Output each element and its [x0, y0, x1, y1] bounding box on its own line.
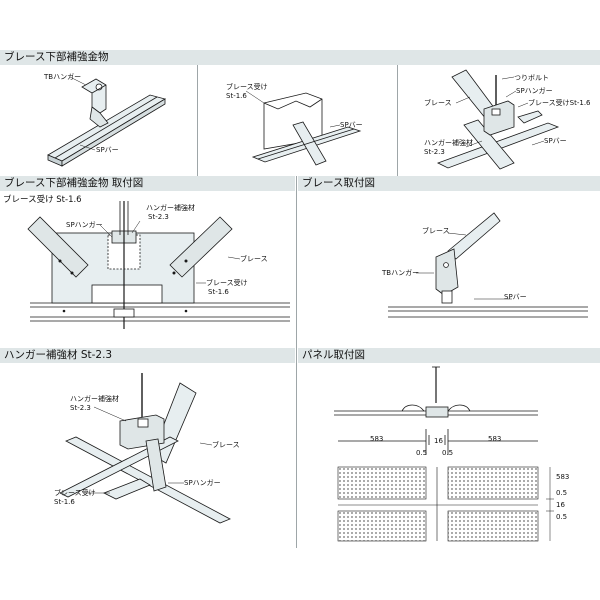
label-st16-2: St-1.6	[208, 288, 229, 296]
hanger-reinforcement-drawing	[59, 373, 231, 524]
dim-05-b: 0.5	[442, 449, 454, 457]
divider	[296, 176, 297, 548]
label-st16: St-1.6	[226, 92, 247, 100]
dim-583-right: 583	[488, 435, 502, 443]
label-sp-hanger: SPハンガー	[516, 87, 553, 95]
diagram-tb-hanger: TBハンガー SPバー	[0, 65, 196, 176]
label-sp-hanger-2: SPハンガー	[66, 221, 103, 229]
label-hanger-reinforcement-dash: ハンガー補強材	[146, 204, 195, 212]
label-sp-bar-2: SPバー	[340, 121, 363, 129]
diagram-brace-receiver: ブレース受け St-1.6 SPバー	[198, 65, 396, 176]
header-brace-reinforcement: ブレース下部補強金物	[0, 50, 600, 65]
label-brace-receiver: ブレース受け	[226, 83, 268, 91]
label-tb-hanger: TBハンガー	[44, 73, 82, 81]
label-sp-bar: SPバー	[96, 146, 119, 154]
diagram-bolt-assembly: つりボルト ブレース SPハンガー ブレース受けSt-1.6 ハンガー補強材 S…	[398, 65, 600, 176]
dim-v05-a: 0.5	[556, 489, 568, 497]
label-brace-receiver-3: ブレース受け	[54, 489, 96, 497]
header-panel-install: パネル取付図	[298, 348, 600, 363]
dim-05-a: 0.5	[416, 449, 428, 457]
divider	[197, 65, 198, 176]
bolt-assembly-drawing	[436, 69, 560, 170]
tb-hanger-drawing	[47, 76, 167, 167]
label-brace-receiver-dash: ブレース受け	[206, 279, 248, 287]
label-hanger-reinforcement-2: ハンガー補強材	[70, 395, 119, 403]
label-brace-2: ブレース	[240, 255, 268, 263]
diagram-brace-install: ブレース TBハンガー SPバー	[298, 191, 600, 347]
brace-install-drawing	[388, 212, 588, 318]
diagram-panel-install: 583 16 583 0.5 0.5 583 0.5 16 0.5	[298, 363, 600, 548]
label-st16-3: St-1.6	[54, 498, 75, 506]
label-tb-hanger-2: TBハンガー	[382, 269, 420, 277]
label-brace: ブレース	[424, 99, 452, 107]
dim-16: 16	[434, 437, 443, 445]
dim-v583: 583	[556, 473, 570, 481]
dim-v16: 16	[556, 501, 565, 509]
label-st23: St-2.3	[424, 148, 445, 156]
label-st23-3: St-2.3	[70, 404, 91, 412]
label-sp-hanger-3: SPハンガー	[184, 479, 221, 487]
label-hanger-reinforcement: ハンガー補強材	[424, 139, 473, 147]
dim-583-left: 583	[370, 435, 384, 443]
header-brace-reinforcement-install: ブレース下部補強金物 取付図	[0, 176, 295, 191]
label-st23-2: St-2.3	[148, 213, 169, 221]
diagram-hanger-reinforcement: ハンガー補強材 St-2.3 ブレース SPハンガー ブレース受け St-1.6	[0, 363, 295, 548]
label-brace-3: ブレース	[422, 227, 450, 235]
diagram-reinforcement-install: ブレース受け St-1.6 SPハンガー ハンガー補強材 St-2.3 ブレース…	[0, 191, 295, 347]
panel-install-drawing	[334, 366, 554, 542]
subhead-brace-receiver: ブレース受け St-1.6	[3, 195, 82, 205]
label-sp-bar-arrow: SPバー	[504, 293, 527, 301]
header-hanger-reinforcement: ハンガー補強材 St-2.3	[0, 348, 295, 363]
dim-v05-b: 0.5	[556, 513, 568, 521]
label-sp-bar-3: SPバー	[544, 137, 567, 145]
label-brace-receiver-st16: ブレース受けSt-1.6	[528, 99, 591, 107]
reinforcement-install-drawing	[27, 201, 290, 329]
label-hanging-bolt: つりボルト	[514, 74, 549, 82]
header-brace-install: ブレース取付図	[298, 176, 600, 191]
brace-receiver-drawing	[245, 90, 362, 166]
divider	[397, 65, 398, 176]
label-brace-4: ブレース	[212, 441, 240, 449]
